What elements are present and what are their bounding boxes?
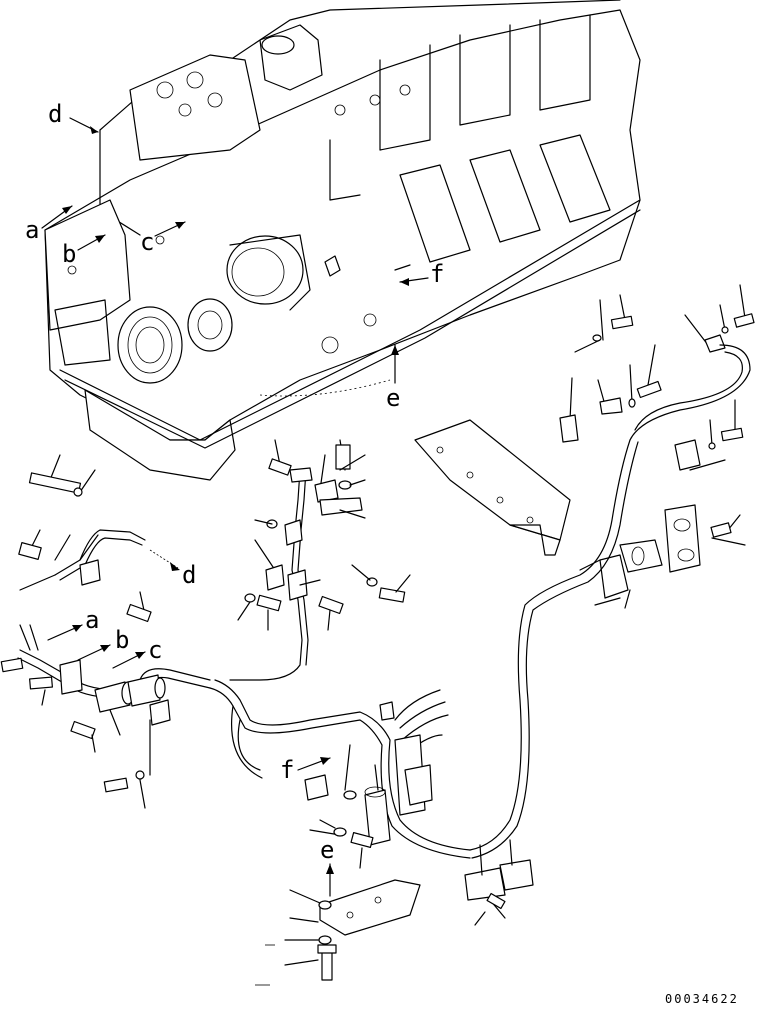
left-parts: d a b c <box>0 454 196 809</box>
callout-c-harness: c <box>148 636 162 664</box>
callout-a-engine: a <box>25 216 39 244</box>
upper-center-parts <box>237 439 411 631</box>
callout-d-engine: d <box>48 100 62 128</box>
bottom-center-parts: f e <box>255 744 486 986</box>
wiring-harness <box>17 439 639 919</box>
engine-callouts: d a b c f e <box>25 100 444 412</box>
engine-block <box>44 0 641 481</box>
callout-f-engine: f <box>430 260 444 288</box>
callout-e-engine: e <box>386 384 400 412</box>
callout-b-harness: b <box>115 626 129 654</box>
document-number: 00034622 <box>665 992 739 1006</box>
callout-c-engine: c <box>140 228 154 256</box>
callout-f-harness: f <box>280 756 294 784</box>
callout-b-engine: b <box>62 240 76 268</box>
right-fasteners <box>559 284 755 609</box>
callout-a-harness: a <box>85 606 99 634</box>
mounting-bracket <box>414 419 571 556</box>
callout-e-bracket: e <box>320 836 334 864</box>
callout-d-harness: d <box>182 561 196 589</box>
